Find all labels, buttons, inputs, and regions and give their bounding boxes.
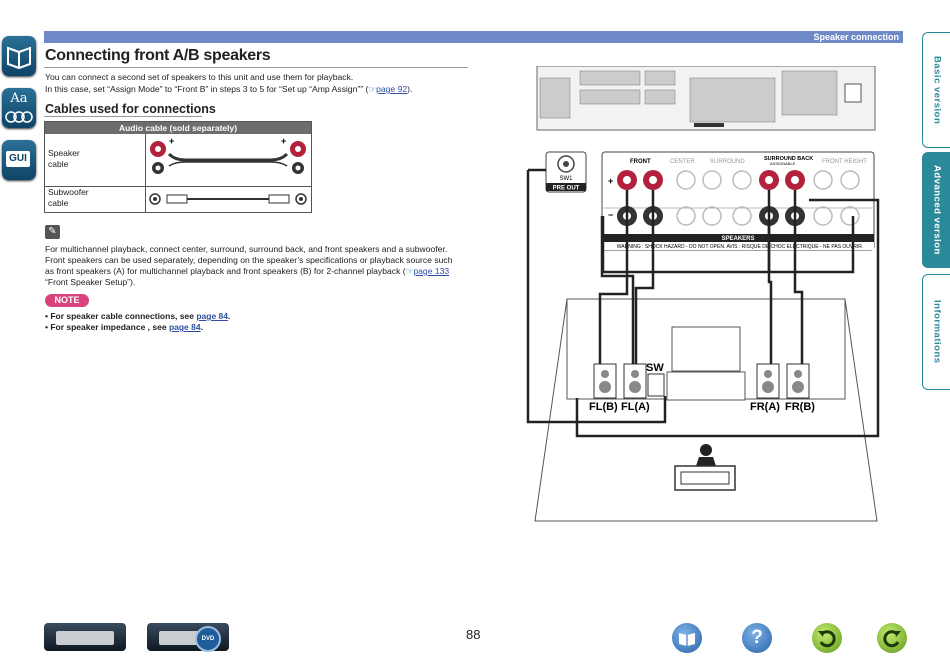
cables-heading-underline bbox=[44, 116, 202, 117]
speaker-cable-row: Speaker cable + + bbox=[45, 134, 311, 187]
tip-text-2: Front speakers can be used separately, d… bbox=[45, 255, 453, 265]
speaker-fl-a bbox=[623, 363, 647, 399]
listener-body bbox=[696, 457, 716, 466]
tip-text-4: “Front Speaker Setup”). bbox=[45, 277, 136, 287]
tip-text-3: as front speakers (A) for multichannel p… bbox=[45, 266, 449, 278]
tip-pencil-icon: ✎ bbox=[45, 225, 60, 239]
connection-diagram: SW1 PRE OUT SPEAKERS WARNING : SHOCK HAZ… bbox=[526, 66, 880, 522]
fl-b-label: FL(B) bbox=[589, 401, 618, 413]
help-button[interactable]: ? bbox=[742, 623, 772, 653]
warning-label: WARNING : SHOCK HAZARD - DO NOT OPEN. AV… bbox=[617, 244, 864, 250]
note-item-2a: • For speaker impedance , see bbox=[45, 322, 169, 332]
tab-advanced-version[interactable]: Advanced version bbox=[922, 152, 950, 268]
note-item-2b: . bbox=[200, 322, 203, 332]
tab-basic-version[interactable]: Basic version bbox=[922, 32, 950, 148]
intro-text-1: You can connect a second set of speakers… bbox=[45, 72, 354, 82]
link-page-84-cable[interactable]: page 84 bbox=[196, 311, 228, 321]
intro-text-2a: In this case, set “Assign Mode” to “Fron… bbox=[45, 84, 369, 94]
reference-icon: ☞ bbox=[405, 266, 414, 276]
speaker-cables bbox=[526, 168, 880, 438]
note-badge: NOTE bbox=[45, 294, 89, 307]
plus-sign-right: + bbox=[281, 136, 286, 146]
minus-sign: − bbox=[608, 210, 613, 220]
undo-arrow-icon bbox=[818, 630, 836, 648]
assignable-label: ASSIGNABLE bbox=[770, 161, 796, 166]
speaker-cable-label: Speaker cable bbox=[48, 148, 80, 169]
tab-advanced-version-label: Advanced version bbox=[931, 165, 943, 255]
plus-sign-left: + bbox=[169, 136, 174, 146]
redo-arrow-icon bbox=[883, 630, 901, 648]
tab-basic-version-label: Basic version bbox=[931, 55, 943, 125]
surround-back-label: SURROUND BACK bbox=[764, 156, 813, 162]
pre-out-label: PRE OUT bbox=[553, 186, 580, 192]
note-item-1b: . bbox=[227, 311, 231, 321]
tip-text-1: For multichannel playback, connect cente… bbox=[45, 244, 448, 254]
gui-icon[interactable]: GUI bbox=[2, 140, 36, 180]
dvd-badge: DVD bbox=[195, 626, 221, 652]
cable-table: Audio cable (sold separately) Speaker ca… bbox=[44, 121, 312, 213]
center-label: CENTER bbox=[670, 159, 695, 165]
aa-glyph: Aa bbox=[10, 91, 28, 106]
surround-label: SURROUND bbox=[710, 159, 745, 165]
link-page-133[interactable]: page 133 bbox=[413, 266, 450, 276]
ac-inlet bbox=[844, 83, 862, 103]
unused-terminals bbox=[676, 170, 860, 226]
subwoofer-cable-illustration bbox=[149, 193, 307, 205]
subwoofer bbox=[647, 373, 665, 397]
gui-glyph: GUI bbox=[6, 151, 30, 167]
speaker-fr-b bbox=[786, 363, 810, 399]
cable-table-divider bbox=[145, 134, 146, 212]
back-button[interactable] bbox=[812, 623, 842, 653]
fl-a-label: FL(A) bbox=[621, 401, 650, 413]
sw1-label: SW1 bbox=[559, 176, 573, 182]
receiver-terminals bbox=[539, 70, 838, 123]
text-options-icon[interactable]: Aa bbox=[2, 88, 36, 128]
contents-button[interactable] bbox=[672, 623, 702, 653]
section-title: Speaker connection bbox=[813, 32, 899, 42]
subwoofer-cable-row: Subwoofer cable bbox=[45, 187, 311, 212]
player-thumbnail-button[interactable]: DVD bbox=[147, 623, 229, 652]
book-icon bbox=[679, 633, 695, 646]
listener-head bbox=[700, 444, 712, 456]
link-page-84-impedance[interactable]: page 84 bbox=[168, 322, 201, 332]
front-label: FRONT bbox=[630, 159, 651, 165]
speaker-fl-b bbox=[593, 363, 617, 399]
cable-table-header: Audio cable (sold separately) bbox=[45, 122, 311, 134]
cables-heading: Cables used for connections bbox=[45, 102, 216, 116]
tv-stand bbox=[666, 371, 746, 401]
title-underline bbox=[44, 67, 468, 68]
receiver-thumbnail-button[interactable] bbox=[44, 623, 126, 651]
speakers-label: SPEAKERS bbox=[721, 236, 754, 242]
intro-text-2b: ). bbox=[407, 84, 413, 94]
receiver-thumbnail-icon bbox=[56, 631, 114, 645]
book-icon[interactable] bbox=[2, 36, 36, 76]
plus-sign: + bbox=[608, 176, 613, 186]
section-header-bar: Speaker connection bbox=[44, 31, 903, 43]
front-height-label: FRONT HEIGHT bbox=[822, 159, 867, 165]
note-item-2: • For speaker impedance , see page 84. bbox=[45, 322, 203, 332]
subwoofer-cable-label: Subwoofer cable bbox=[48, 187, 89, 208]
note-item-1: • For speaker cable connections, see pag… bbox=[45, 311, 230, 321]
forward-button[interactable] bbox=[877, 623, 907, 653]
player-thumbnail-icon bbox=[159, 631, 199, 645]
options-dots-icon bbox=[5, 111, 33, 123]
link-page-92[interactable]: page 92 bbox=[376, 84, 408, 94]
fr-a-label: FR(A) bbox=[750, 401, 780, 413]
speaker-cable-illustration: + + bbox=[150, 136, 306, 174]
tip-text-3a: as front speakers (A) for multichannel p… bbox=[45, 266, 406, 276]
page-number: 88 bbox=[466, 627, 481, 642]
front-positive-terminals bbox=[617, 170, 805, 190]
sw-speaker-label: SW bbox=[646, 362, 664, 374]
tab-informations-label: Informations bbox=[931, 300, 943, 364]
speaker-fr-a bbox=[756, 363, 780, 399]
tv-screen bbox=[671, 326, 741, 372]
tab-informations[interactable]: Informations bbox=[922, 274, 950, 390]
fr-b-label: FR(B) bbox=[785, 401, 815, 413]
note-item-1a: • For speaker cable connections, see bbox=[45, 311, 197, 321]
intro-text-2: In this case, set “Assign Mode” to “Fron… bbox=[45, 84, 412, 96]
reference-icon: ☞ bbox=[368, 84, 377, 94]
book-icon-glyph bbox=[7, 46, 31, 70]
question-mark-icon: ? bbox=[751, 627, 763, 648]
page-title: Connecting front A/B speakers bbox=[45, 47, 271, 64]
